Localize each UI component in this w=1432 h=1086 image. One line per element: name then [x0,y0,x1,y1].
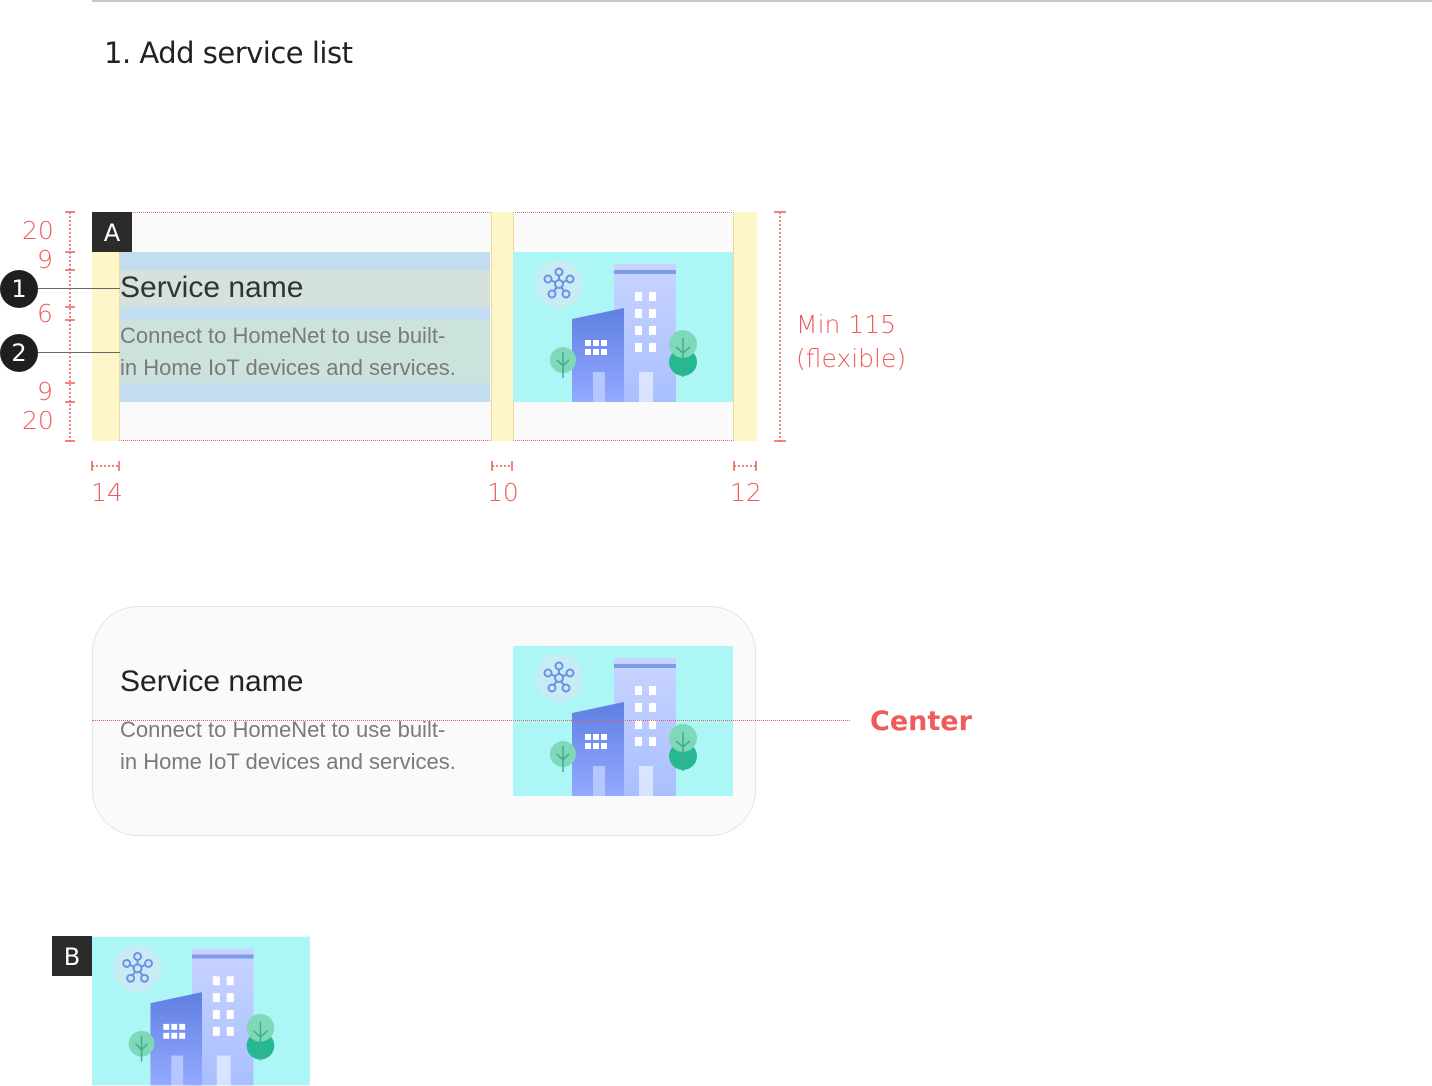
dim-left-padding-14: 14 [91,478,123,507]
height-label-min: Min 115 [796,310,897,339]
title-area-block [120,270,490,307]
callout-2-leader [38,352,120,353]
dim-right-padding-12: 12 [730,478,762,507]
vertical-dimension-ticks [65,211,75,442]
building-illustration [92,936,310,1086]
center-label: Center [870,706,972,737]
callout-1-leader [38,288,120,289]
height-dimension-line [774,211,786,442]
card-service-description-line2: in Home IoT devices and services. [120,749,456,774]
dim-bottom-padding-20: 20 [22,406,54,435]
padding-right-12 [733,212,757,441]
spec-service-description-line1: Connect to HomeNet to use built- [120,323,446,348]
height-label-flexible: (flexible) [796,344,907,373]
dim-gap-10: 10 [487,478,519,507]
horizontal-dimension-ticks [91,461,757,471]
description-area-block [120,320,490,383]
spec-service-description-line2: in Home IoT devices and services. [120,355,456,380]
dim-text-gap-6: 6 [37,299,53,328]
callout-2: 2 [0,334,38,372]
section-heading: 1. Add service list [104,36,353,70]
dim-title-gap-9: 9 [37,245,53,274]
dim-bottom-gap-9: 9 [37,377,53,406]
building-illustration [513,252,733,402]
top-divider [92,0,1432,2]
padding-gap-10 [491,212,514,441]
badge-a: A [92,212,132,252]
card-service-title: Service name [120,665,304,698]
badge-b: B [52,936,92,976]
callout-1: 1 [0,270,38,308]
center-guide-line [92,720,850,721]
card-service-description-line1: Connect to HomeNet to use built- [120,717,446,742]
building-illustration [512,646,734,796]
spec-service-title: Service name [120,271,304,304]
dim-top-padding-20: 20 [22,216,54,245]
